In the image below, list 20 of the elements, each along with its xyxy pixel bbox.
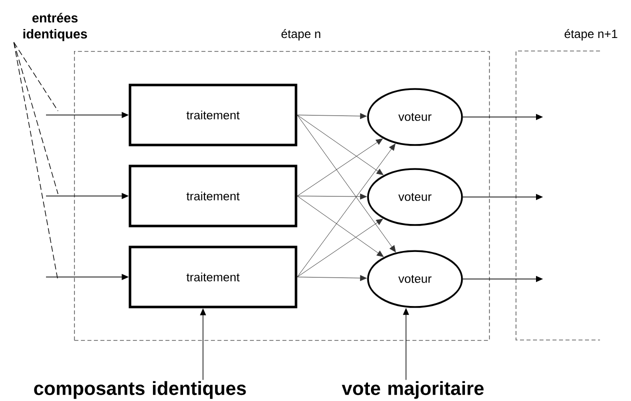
arrow xyxy=(297,114,384,176)
process-box: traitement xyxy=(128,84,298,146)
arrow xyxy=(297,114,396,252)
process-box: traitement xyxy=(128,164,298,228)
leader-line xyxy=(13,42,58,282)
arrow xyxy=(297,138,383,196)
annotation-label: composants identiques xyxy=(34,381,246,399)
annotation-label: entrées identiques xyxy=(23,12,87,42)
arrow xyxy=(297,218,383,278)
annotation-label: vote majoritaire xyxy=(342,381,484,399)
arrow xyxy=(297,194,367,200)
process-box: traitement xyxy=(128,246,298,308)
arrow xyxy=(297,144,396,278)
arrow xyxy=(297,113,367,119)
stage-label: étape n xyxy=(282,29,320,40)
leader-line xyxy=(13,42,58,194)
leader-line xyxy=(13,42,58,112)
arrow xyxy=(297,196,384,257)
stage-label: étape n+1 xyxy=(564,29,618,40)
arrow xyxy=(297,275,367,281)
